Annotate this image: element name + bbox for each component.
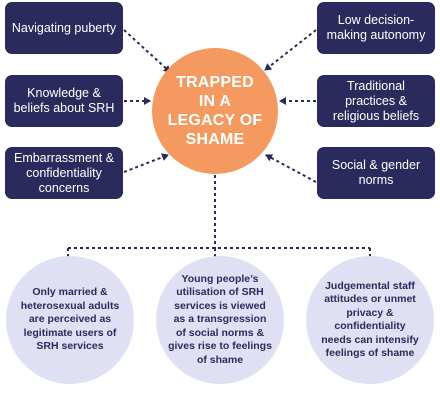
central-hub: TRAPPED IN A LEGACY OF SHAME [152,48,278,174]
outcome-married-adults: Only married & heterosexual adults are p… [6,256,134,384]
arrow-low-autonomy [264,29,317,71]
outcome-label: Only married & heterosexual adults are p… [20,286,120,353]
outcome-label: Judgemental staff attitudes or unmet pri… [321,279,419,360]
factor-label: Low decision-making autonomy [326,13,426,42]
factor-label: Embarrassment & confidentiality concerns [13,150,115,195]
factor-low-decision-autonomy: Low decision-making autonomy [317,2,435,54]
factor-traditional-practices: Traditional practices & religious belief… [317,75,435,127]
factor-label: Navigating puberty [11,20,117,35]
arrow-social-gender-norms [265,154,317,183]
outcome-label: Young people’s utilisation of SRH servic… [168,272,272,366]
arrow-embarrassment [123,153,169,173]
factor-label: Social & gender norms [331,158,421,187]
hub-title: TRAPPED IN A LEGACY OF SHAME [167,74,263,148]
factor-social-gender-norms: Social & gender norms [317,147,435,199]
outcome-staff-attitudes: Judgemental staff attitudes or unmet pri… [306,256,434,384]
factor-navigating-puberty: Navigating puberty [5,2,123,54]
factor-label: Knowledge & beliefs about SRH [13,86,115,115]
factor-knowledge-beliefs: Knowledge & beliefs about SRH [5,75,123,127]
outcome-transgression-norms: Young people’s utilisation of SRH servic… [156,256,284,384]
factor-label: Traditional practices & religious belief… [332,78,420,123]
arrow-navigating-puberty [123,29,171,73]
factor-embarrassment-confidentiality: Embarrassment & confidentiality concerns [5,147,123,199]
